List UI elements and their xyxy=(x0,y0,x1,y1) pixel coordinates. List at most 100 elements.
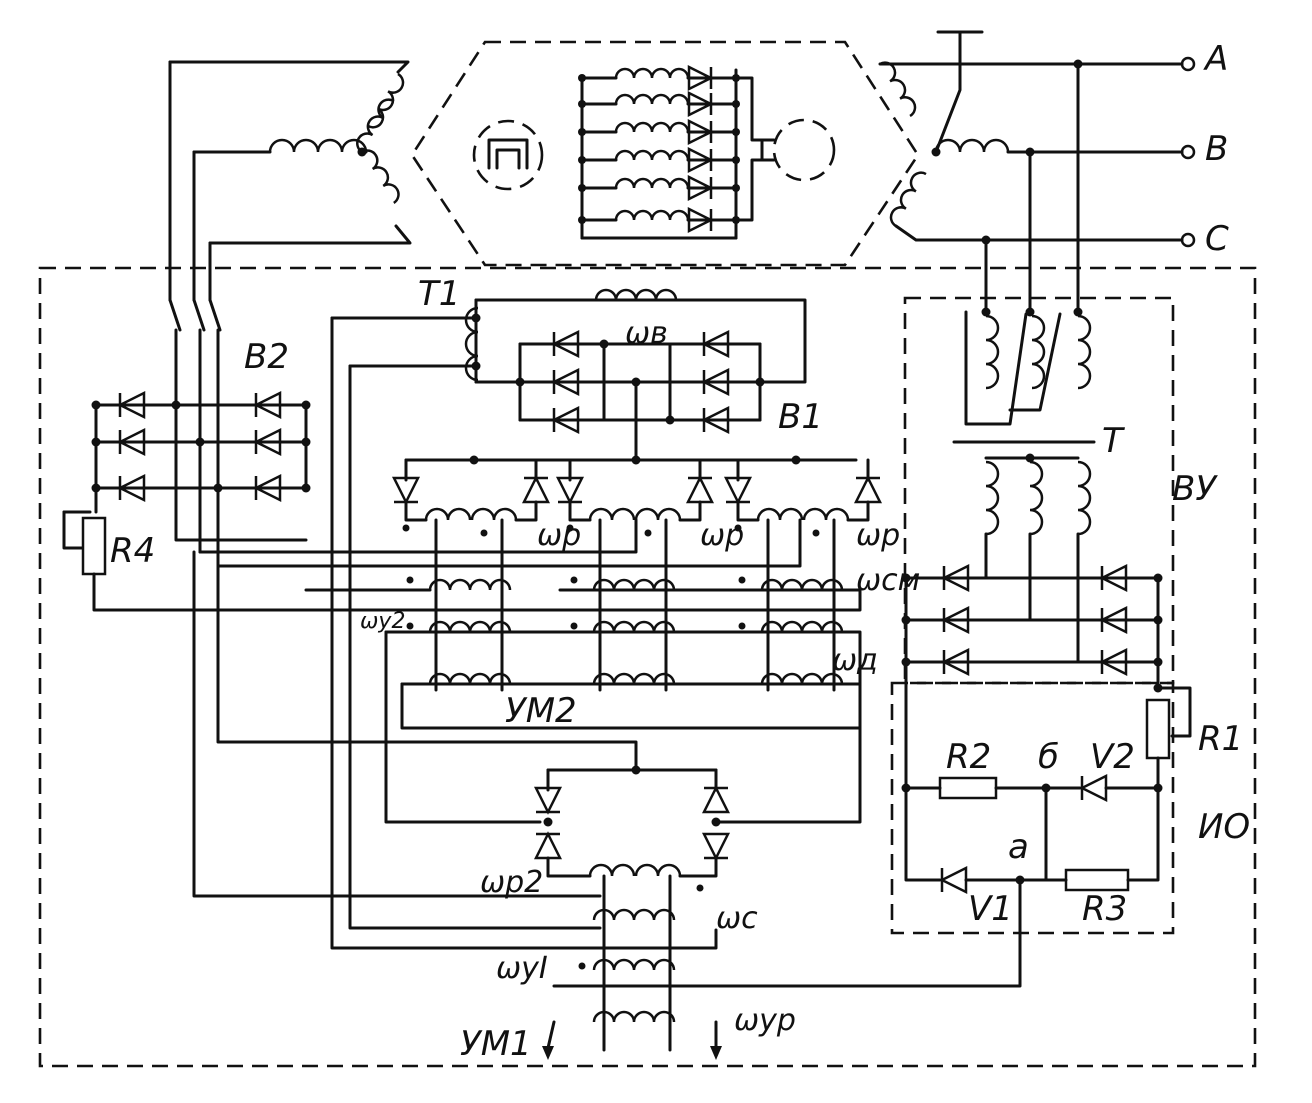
junction-dot xyxy=(578,216,586,224)
r4-resistor xyxy=(81,516,107,576)
junction-dot xyxy=(1025,147,1035,157)
b2-diode-left xyxy=(117,427,146,457)
junction-dot xyxy=(732,156,740,164)
diode-triangle xyxy=(1099,563,1128,593)
diode-triangle xyxy=(521,475,551,504)
label-r1: R1 xyxy=(1198,719,1243,759)
b2-diode-left xyxy=(117,473,146,503)
junction-dot xyxy=(791,455,801,465)
junction-dot xyxy=(696,884,704,892)
junction-dot xyxy=(812,529,820,537)
components xyxy=(81,56,1196,1060)
w-d-coil xyxy=(428,672,512,685)
wiring xyxy=(62,30,1192,1052)
label-w-d: ωд xyxy=(832,643,878,678)
junction-dot xyxy=(1153,683,1163,693)
w-sm-coil xyxy=(428,578,512,591)
junction-dot xyxy=(515,377,525,387)
junction-dot xyxy=(599,339,609,349)
diode-triangle xyxy=(701,785,731,814)
w-d-loop xyxy=(400,682,862,730)
rotor-coil xyxy=(614,121,690,133)
diode-triangle xyxy=(117,473,146,503)
terminal xyxy=(1180,56,1196,72)
diode-triangle xyxy=(701,367,730,397)
diode-triangle xyxy=(253,390,282,420)
w-y2-chain xyxy=(384,630,862,694)
junction-dot xyxy=(570,576,578,584)
junction-dot xyxy=(195,437,205,447)
w-d-coil xyxy=(760,672,844,685)
diode-triangle xyxy=(853,475,883,504)
vu-primary-return xyxy=(964,310,1028,426)
junction-dot xyxy=(301,483,311,493)
junction-dot xyxy=(931,147,941,157)
junction-dot xyxy=(901,615,911,625)
rotor-diode xyxy=(687,118,714,146)
switch xyxy=(192,298,206,332)
junction-dot xyxy=(732,184,740,192)
diode-triangle xyxy=(687,174,714,202)
left-to-um1 xyxy=(192,550,602,898)
label-phase-c: C xyxy=(1205,219,1229,259)
c-line-to-um1 xyxy=(216,564,638,772)
label-b2: B2 xyxy=(244,337,289,377)
junction-dot xyxy=(91,400,101,410)
diode-triangle xyxy=(551,367,580,397)
diode-triangle xyxy=(701,405,730,435)
generator-housing xyxy=(410,40,920,267)
vu-primary-1 xyxy=(985,314,1000,390)
um2-diode-left xyxy=(555,476,585,505)
label-v2: V2 xyxy=(1090,737,1135,777)
junction-dot xyxy=(631,377,641,387)
junction-dot xyxy=(901,657,911,667)
junction-dot xyxy=(213,483,223,493)
vu-enclosure xyxy=(903,296,1175,685)
stator-left-winding xyxy=(268,72,405,204)
w-r2-coil-right xyxy=(634,863,682,877)
stator-l-coil-down xyxy=(361,149,400,204)
diode-triangle xyxy=(939,865,968,895)
label-t1: T1 xyxy=(418,274,460,314)
w-r-coil-left xyxy=(588,507,636,521)
junction-dot xyxy=(578,128,586,136)
junction-dot xyxy=(578,184,586,192)
b-line-to-um2 xyxy=(198,518,638,554)
vu-diode-right xyxy=(1099,605,1128,635)
junction-dot xyxy=(732,216,740,224)
rotor-to-circle xyxy=(734,76,764,142)
stator-r-coil-top xyxy=(879,61,917,118)
r4-wiper xyxy=(62,510,84,550)
um2-wire xyxy=(846,500,870,522)
b2-diode-right xyxy=(253,390,282,420)
b1-diode-right xyxy=(701,405,730,435)
w-d-coil xyxy=(592,672,676,685)
switch xyxy=(208,298,222,332)
um2-wire xyxy=(404,500,428,522)
coil-path xyxy=(879,61,917,118)
io-enclosure xyxy=(890,681,1175,935)
diode-triangle xyxy=(687,206,714,234)
junction-dot xyxy=(301,437,311,447)
diode-triangle xyxy=(687,146,714,174)
junction-dot xyxy=(732,74,740,82)
diode-triangle xyxy=(555,476,585,505)
vu-secondary-1 xyxy=(985,460,1000,536)
junction-dot xyxy=(402,524,410,532)
w-y2-coil xyxy=(428,620,512,633)
junction-dot xyxy=(406,576,414,584)
diode-triangle xyxy=(687,64,714,92)
diode-triangle xyxy=(551,329,580,359)
junction-dot xyxy=(1025,453,1035,463)
diode-triangle xyxy=(1099,647,1128,677)
um2-wire xyxy=(568,500,592,522)
coil-path xyxy=(361,149,400,204)
junction-dot xyxy=(480,529,488,537)
w-r2-coil-left xyxy=(588,863,636,877)
w-yr-coil xyxy=(592,1010,676,1023)
um2-wire xyxy=(678,500,702,522)
label-w-y2: ωу2 xyxy=(360,609,405,634)
diode-triangle xyxy=(1079,773,1108,803)
um1-wr2-right xyxy=(678,856,718,878)
